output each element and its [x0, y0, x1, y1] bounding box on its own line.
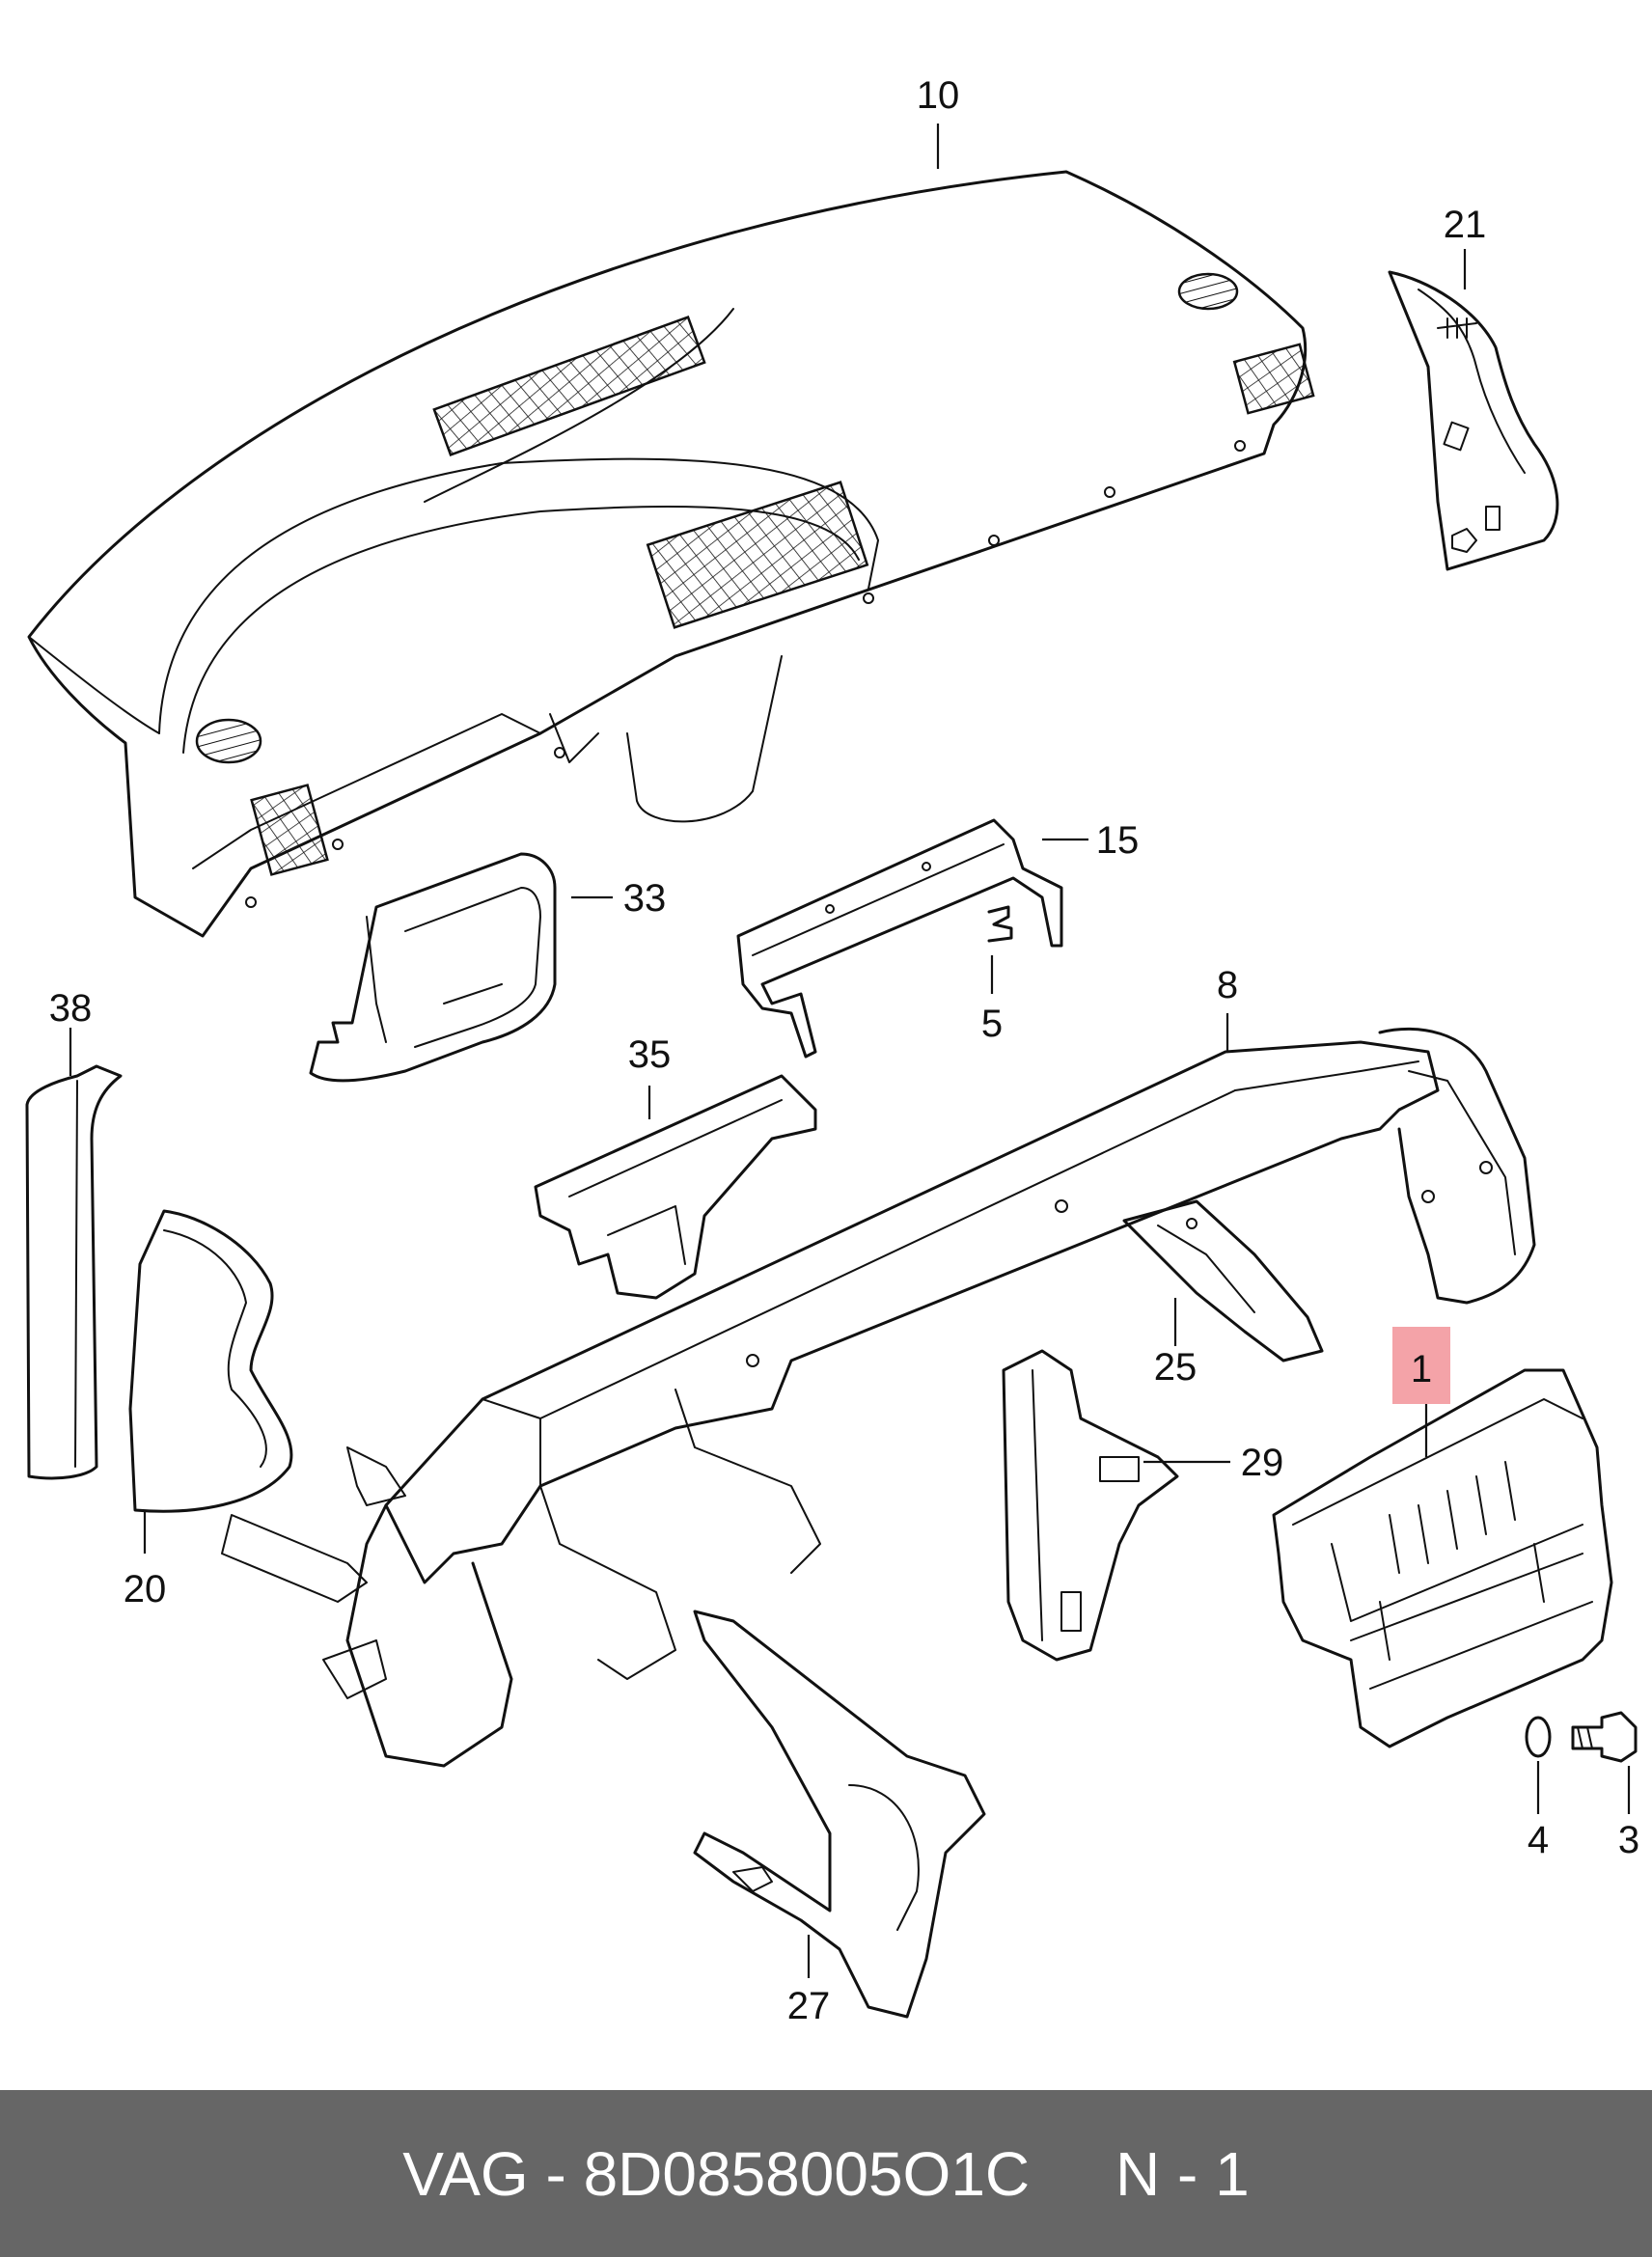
side-trim-right — [1388, 270, 1559, 571]
callout-21: 21 — [1444, 204, 1487, 246]
callout-20: 20 — [124, 1568, 167, 1610]
dashboard-panel — [27, 170, 1315, 938]
center-frame-33 — [309, 852, 557, 1083]
callout-4: 4 — [1528, 1819, 1549, 1861]
bracket-25 — [1122, 1199, 1324, 1362]
callout-10: 10 — [917, 74, 960, 117]
washer-4 — [1525, 1716, 1552, 1758]
cross-member-8 — [221, 1027, 1536, 1768]
callout-3: 3 — [1618, 1819, 1639, 1861]
bracket-27 — [693, 1610, 986, 2019]
callout-15: 15 — [1096, 819, 1140, 862]
side-trim-left — [128, 1209, 293, 1513]
callout-labels: 10 21 15 33 5 8 38 35 25 1 29 20 4 3 27 — [49, 74, 1639, 2027]
part-number-text: VAG - 8D0858005O1C N - 1 — [402, 2138, 1250, 2209]
leader-lines — [69, 124, 1631, 1978]
callout-5: 5 — [981, 1003, 1003, 1045]
callout-33: 33 — [623, 877, 667, 920]
bolt-3 — [1571, 1711, 1638, 1763]
clip-5 — [987, 905, 1013, 943]
upper-cross-bracket — [736, 818, 1063, 1059]
callout-8: 8 — [1217, 964, 1238, 1006]
callout-35: 35 — [628, 1033, 672, 1076]
part-number-footer: VAG - 8D0858005O1C N - 1 — [0, 2090, 1652, 2257]
parts-diagram: 10 21 15 33 5 8 38 35 25 1 29 20 4 3 27 — [25, 74, 1639, 2027]
part-1-housing — [1272, 1368, 1613, 1748]
callout-38: 38 — [49, 987, 93, 1030]
callout-27: 27 — [787, 1985, 831, 2027]
pillar-trim-38 — [25, 1064, 123, 1480]
callout-1: 1 — [1411, 1348, 1432, 1390]
callout-1-highlight — [1392, 1327, 1450, 1404]
callout-25: 25 — [1154, 1346, 1198, 1389]
bracket-35 — [534, 1074, 817, 1300]
bracket-29 — [1002, 1349, 1179, 1662]
callout-29: 29 — [1241, 1442, 1284, 1484]
